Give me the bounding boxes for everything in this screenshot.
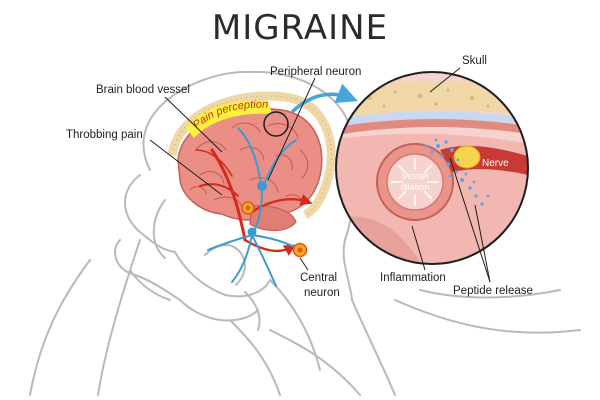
focus-circle (263, 111, 289, 137)
label-peripheral-neuron: Peripheral neuron (270, 66, 362, 78)
page-title: MIGRAINE (211, 8, 389, 48)
brain-blood-vessel (195, 148, 313, 256)
label-peptide-release: Peptide release (453, 285, 533, 297)
label-skull: Skull (462, 55, 487, 67)
zoom-inset (336, 72, 528, 264)
label-inflammation: Inflammation (380, 272, 446, 284)
nerve-label: Nerve (482, 158, 509, 169)
zoom-inset-border (335, 71, 529, 265)
vessel-label-line1: Vessel (402, 171, 429, 181)
brain (177, 107, 323, 232)
zoom-arrow-icon (290, 83, 358, 114)
central-neuron-nodes (241, 201, 308, 258)
label-central-neuron-line1: Central (300, 272, 338, 284)
label-brain-blood-vessel: Brain blood vessel (96, 84, 190, 96)
label-throbbing-pain: Throbbing pain (66, 129, 143, 141)
label-central-neuron-line2: neuron (304, 287, 340, 299)
skull-band (167, 91, 336, 220)
vessel-label-line2: dilation (401, 182, 430, 192)
leader-lines (149, 67, 491, 283)
